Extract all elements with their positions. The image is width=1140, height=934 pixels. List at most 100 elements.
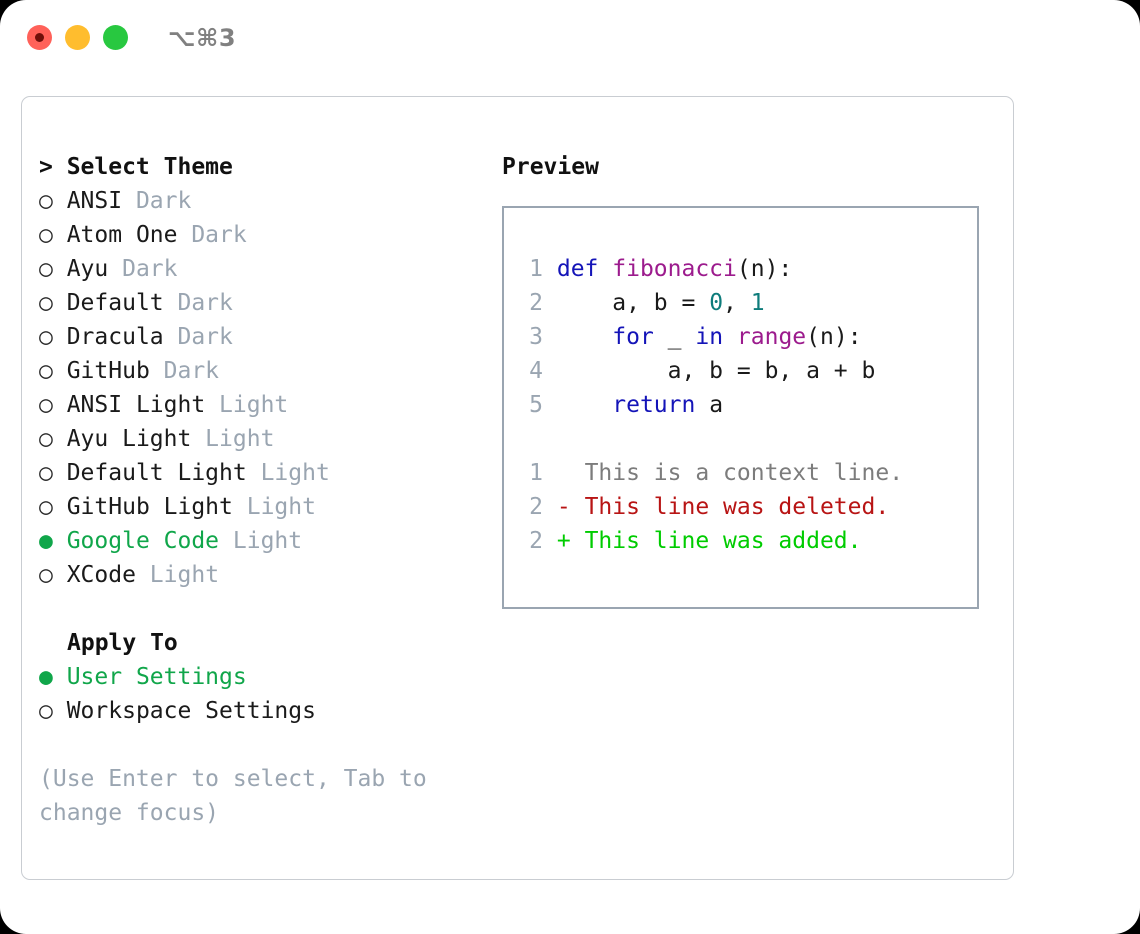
code-line: 4 a, b = b, a + b bbox=[504, 354, 977, 388]
theme-option-github-light[interactable]: ○ GitHub Light Light bbox=[39, 490, 489, 524]
keyboard-hint-text: (Use Enter to select, Tab to change focu… bbox=[39, 766, 441, 826]
theme-option-category: Light bbox=[135, 562, 220, 588]
title-bar: ⌥⌘3 bbox=[0, 0, 1140, 78]
radio-unselected-icon: ○ bbox=[39, 562, 67, 588]
theme-option-label: ANSI bbox=[66, 188, 123, 214]
maximize-button-icon[interactable] bbox=[103, 25, 128, 50]
preview-pane: Preview 1 def fibonacci(n):2 a, b = 0, 1… bbox=[502, 150, 1002, 609]
theme-picker-pane: > Select Theme ○ ANSI Dark○ Atom One Dar… bbox=[39, 150, 489, 830]
theme-option-label: Dracula bbox=[66, 324, 164, 350]
radio-unselected-icon: ○ bbox=[39, 494, 67, 520]
code-token-num: 1 bbox=[750, 290, 765, 316]
radio-unselected-icon: ○ bbox=[39, 290, 67, 316]
code-token-txt bbox=[557, 392, 612, 418]
code-line: 3 for _ in range(n): bbox=[504, 320, 977, 354]
theme-option-label: GitHub bbox=[66, 358, 150, 384]
theme-option-xcode[interactable]: ○ XCode Light bbox=[39, 558, 489, 592]
apply-to-option-user-settings[interactable]: ● User Settings bbox=[39, 660, 489, 694]
code-token-txt: (n): bbox=[736, 256, 793, 282]
section-spacer bbox=[39, 592, 489, 626]
theme-option-ansi-light[interactable]: ○ ANSI Light Light bbox=[39, 388, 489, 422]
radio-unselected-icon: ○ bbox=[39, 324, 67, 350]
close-button-icon[interactable] bbox=[27, 25, 52, 50]
theme-option-google-code[interactable]: ● Google Code Light bbox=[39, 524, 489, 558]
radio-unselected-icon: ○ bbox=[39, 222, 67, 248]
theme-option-label: GitHub Light bbox=[66, 494, 233, 520]
theme-option-github[interactable]: ○ GitHub Dark bbox=[39, 354, 489, 388]
diff-sample: 1 This is a context line.2 - This line w… bbox=[504, 456, 977, 558]
code-token-num: 0 bbox=[709, 290, 724, 316]
code-line: 1 def fibonacci(n): bbox=[504, 252, 977, 286]
diff-line-del: 2 - This line was deleted. bbox=[504, 490, 977, 524]
traffic-light-controls bbox=[27, 25, 128, 50]
theme-option-category: Dark bbox=[177, 222, 247, 248]
radio-unselected-icon: ○ bbox=[39, 698, 67, 724]
theme-option-label: Atom One bbox=[66, 222, 178, 248]
diff-marker bbox=[557, 460, 585, 486]
theme-option-category: Dark bbox=[108, 256, 178, 282]
code-line: 2 a, b = 0, 1 bbox=[504, 286, 977, 320]
code-token-txt: (n): bbox=[806, 324, 862, 350]
theme-option-category: Light bbox=[232, 494, 316, 520]
theme-option-category: Dark bbox=[149, 358, 220, 384]
apply-to-heading: Apply To bbox=[67, 630, 178, 656]
theme-option-label: Default Light bbox=[66, 460, 247, 486]
code-line: 5 return a bbox=[504, 388, 977, 422]
code-token-kw: in bbox=[695, 324, 724, 350]
code-token-txt bbox=[557, 324, 612, 350]
theme-option-label: Ayu Light bbox=[66, 426, 192, 452]
theme-option-category: Dark bbox=[163, 324, 233, 350]
diff-line-ctx: 1 This is a context line. bbox=[504, 456, 977, 490]
apply-to-option-list: ● User Settings○ Workspace Settings bbox=[39, 660, 489, 728]
code-token-kw: for bbox=[612, 324, 654, 350]
preview-title: Preview bbox=[502, 154, 599, 180]
radio-unselected-icon: ○ bbox=[39, 358, 67, 384]
theme-option-ansi[interactable]: ○ ANSI Dark bbox=[39, 184, 489, 218]
theme-option-default[interactable]: ○ Default Dark bbox=[39, 286, 489, 320]
theme-option-label: Ayu bbox=[66, 256, 109, 282]
apply-to-option-workspace-settings[interactable]: ○ Workspace Settings bbox=[39, 694, 489, 728]
radio-selected-icon: ● bbox=[39, 664, 67, 690]
radio-unselected-icon: ○ bbox=[39, 188, 67, 214]
theme-option-list: ○ ANSI Dark○ Atom One Dark○ Ayu Dark○ De… bbox=[39, 184, 489, 592]
theme-option-category: Light bbox=[191, 426, 275, 452]
line-number: 2 bbox=[529, 290, 543, 316]
theme-option-atom-one[interactable]: ○ Atom One Dark bbox=[39, 218, 489, 252]
line-number: 5 bbox=[529, 392, 543, 418]
radio-unselected-icon: ○ bbox=[39, 426, 67, 452]
theme-option-category: Light bbox=[246, 460, 330, 486]
line-number: 3 bbox=[529, 324, 543, 350]
line-number: 4 bbox=[529, 358, 543, 384]
radio-unselected-icon: ○ bbox=[39, 460, 67, 486]
code-diff-spacer bbox=[504, 422, 977, 456]
theme-option-category: Dark bbox=[163, 290, 233, 316]
theme-option-default-light[interactable]: ○ Default Light Light bbox=[39, 456, 489, 490]
radio-unselected-icon: ○ bbox=[39, 392, 67, 418]
theme-option-ayu-light[interactable]: ○ Ayu Light Light bbox=[39, 422, 489, 456]
apply-to-option-label: Workspace Settings bbox=[66, 698, 316, 724]
theme-option-label: ANSI Light bbox=[66, 392, 206, 418]
code-token-txt: a, b = b, a + b bbox=[556, 358, 876, 384]
theme-option-dracula[interactable]: ○ Dracula Dark bbox=[39, 320, 489, 354]
line-number: 1 bbox=[529, 256, 543, 282]
diff-text: This line was added. bbox=[584, 528, 862, 554]
line-number: 1 bbox=[529, 460, 543, 486]
code-token-kw: return bbox=[612, 392, 696, 418]
code-token-kw: def bbox=[556, 256, 613, 282]
code-token-txt bbox=[723, 324, 737, 350]
code-token-txt: a, b = bbox=[556, 290, 710, 316]
radio-unselected-icon: ○ bbox=[39, 256, 67, 282]
diff-marker: - bbox=[556, 494, 585, 520]
theme-option-label: Default bbox=[66, 290, 164, 316]
apply-to-option-label: User Settings bbox=[66, 664, 247, 690]
radio-selected-icon: ● bbox=[39, 528, 67, 554]
line-number: 2 bbox=[529, 528, 543, 554]
theme-option-ayu[interactable]: ○ Ayu Dark bbox=[39, 252, 489, 286]
theme-option-category: Light bbox=[205, 392, 289, 418]
minimize-button-icon[interactable] bbox=[65, 25, 90, 50]
theme-option-label: Google Code bbox=[66, 528, 220, 554]
diff-marker: + bbox=[556, 528, 585, 554]
